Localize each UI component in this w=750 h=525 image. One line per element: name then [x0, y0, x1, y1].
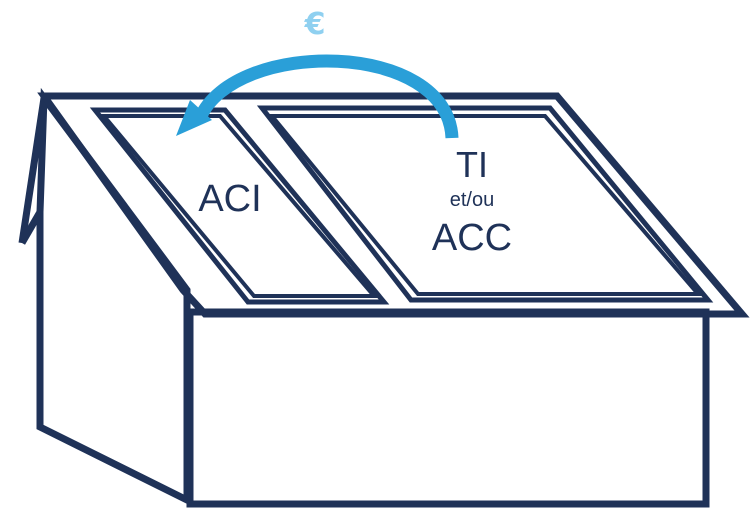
label-et-ou: et/ou — [450, 189, 494, 211]
gable-edge — [18, 97, 48, 244]
currency-symbol: € — [304, 7, 326, 42]
roof — [37, 92, 750, 318]
label-ti: TI — [456, 144, 488, 185]
transfer-arrow-head-icon — [176, 100, 212, 136]
front-wall — [186, 308, 710, 508]
roof-panel-aci — [89, 107, 390, 305]
roof-panel-aci-inner — [99, 114, 379, 298]
gable-edge-base — [18, 210, 44, 245]
label-acc: ACC — [432, 217, 512, 259]
transfer-arrow — [194, 54, 459, 139]
gable-wall — [36, 87, 191, 506]
roof-panel-ti-acc — [256, 105, 714, 303]
label-aci: ACI — [198, 178, 261, 220]
